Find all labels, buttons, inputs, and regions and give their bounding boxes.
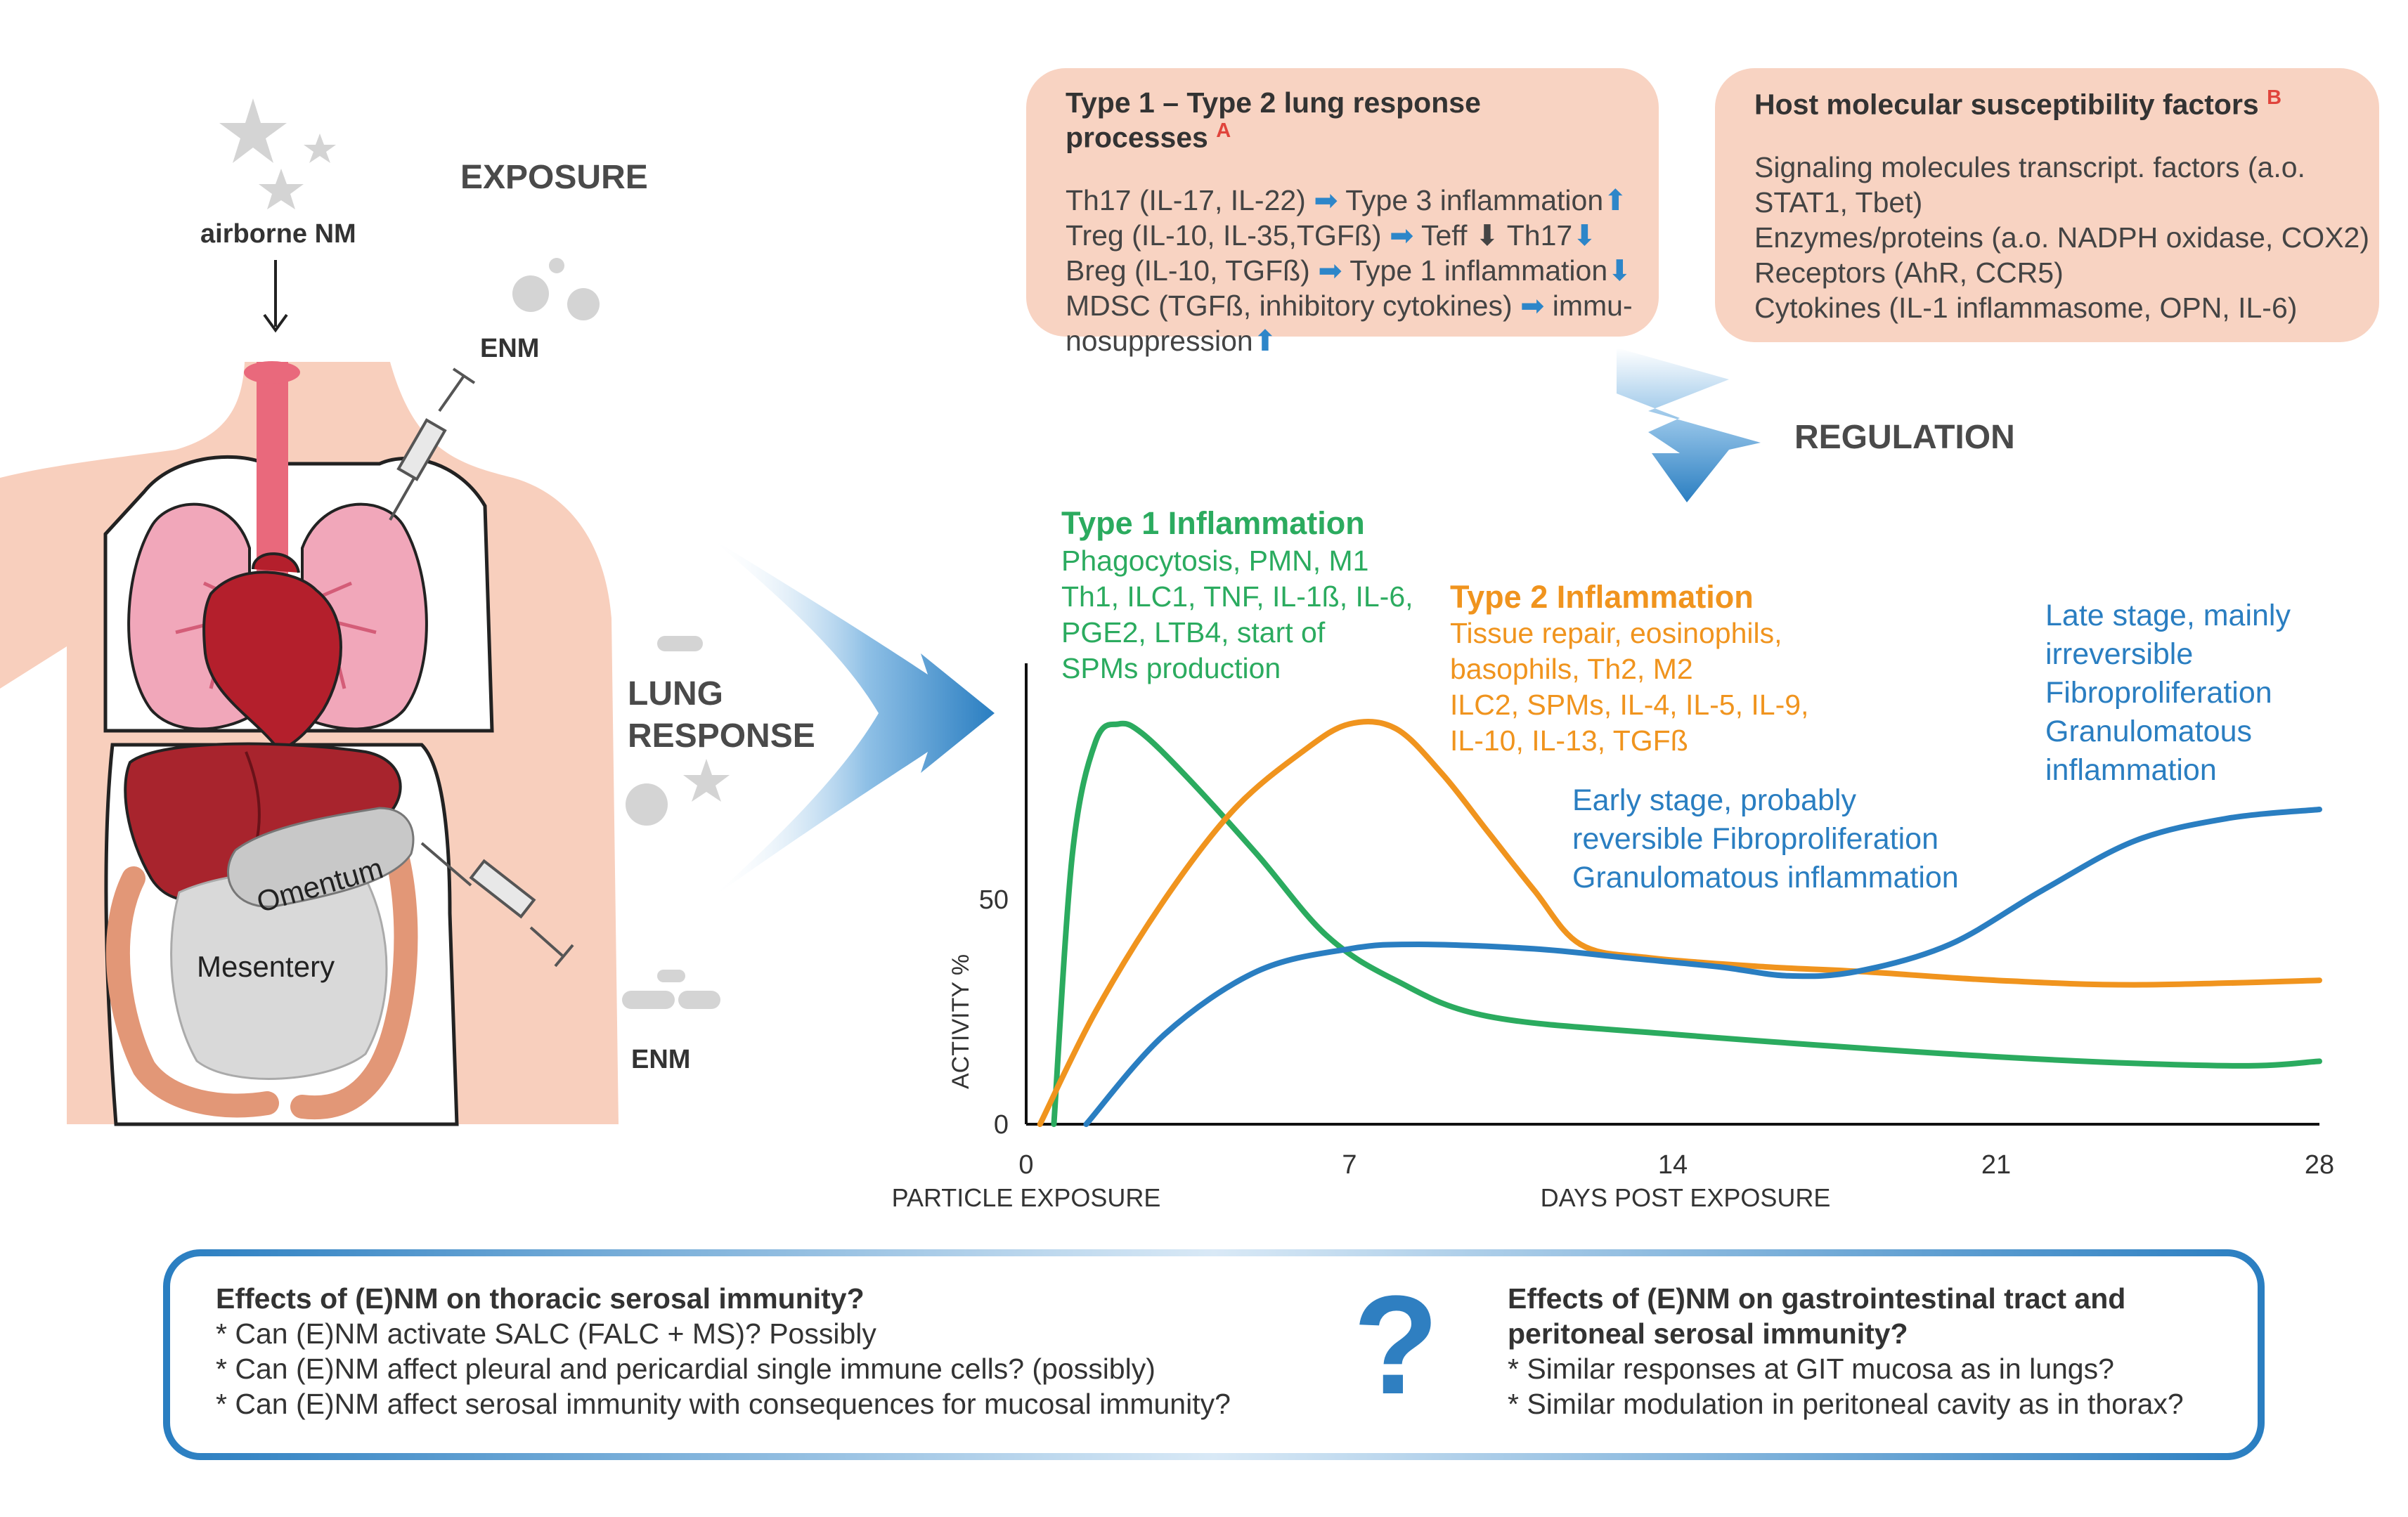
type1-line: SPMs production (1061, 652, 1281, 684)
syringe-icon (389, 367, 476, 521)
airborne-nm-label: airborne NM (200, 219, 356, 249)
arrow-right-icon: ➡ (1389, 219, 1414, 252)
host-factors-box: Host molecular susceptibility factors B … (1715, 68, 2379, 342)
x-axis-label: DAYS POST EXPOSURE (1541, 1183, 1831, 1212)
arrow-right-icon: ➡ (1318, 254, 1342, 287)
particle-dots (512, 258, 600, 320)
arrow-down-icon: ⬇ (1572, 219, 1597, 252)
arrow-right-icon: ➡ (1314, 183, 1338, 216)
late-line: irreversible (2045, 637, 2193, 671)
x-tick-label: 7 (1342, 1150, 1357, 1180)
exposure-title: EXPOSURE (460, 159, 648, 196)
thoracic-title: Effects of (E)NM on thoracic serosal imm… (216, 1282, 865, 1315)
series-line-fibro (1083, 807, 2322, 1127)
type1-title: Type 1 Inflammation (1061, 505, 1365, 541)
intestine (105, 831, 418, 1120)
arrow-up-icon: ⬆ (1603, 183, 1628, 216)
gi-title: Effects of (E)NM on gastrointestinal tra… (1508, 1282, 2126, 1315)
footnote-a: A (1216, 119, 1231, 142)
enm-label-top: ENM (480, 334, 539, 363)
star-icon (304, 134, 336, 163)
x-tick-label: 14 (1658, 1150, 1688, 1180)
x-tick-label: 21 (1981, 1150, 2011, 1180)
gi-title: peritoneal serosal immunity? (1508, 1317, 1908, 1350)
process-line: nosuppression⬆ (1066, 324, 1278, 357)
thoracic-question: * Can (E)NM affect pleural and pericardi… (216, 1353, 1156, 1385)
late-line: Fibroproliferation (2045, 676, 2272, 710)
arrow-head-icon (263, 313, 288, 333)
early-line: Early stage, probably (1572, 783, 1856, 817)
thoracic-questions: Effects of (E)NM on thoracic serosal imm… (216, 1281, 1231, 1421)
early-line: reversible Fibroproliferation (1572, 822, 1938, 856)
series-layer (1037, 719, 2322, 1127)
host-factor-line: Signaling molecules transcript. factors … (1754, 150, 2305, 183)
process-line: Th17 (IL-17, IL-22) ➡ Type 3 inflammatio… (1066, 183, 1628, 216)
type2-title: Type 2 Inflammation (1450, 579, 1754, 615)
gi-question: * Similar responses at GIT mucosa as in … (1508, 1353, 2114, 1385)
late-line: inflammation (2045, 753, 2217, 787)
chevron-arrow (710, 538, 995, 899)
type2-line: IL-10, IL-13, TGFß (1450, 724, 1688, 757)
arrow-up-icon: ⬆ (1252, 324, 1278, 357)
late-line: Granulomatous (2045, 715, 2252, 748)
type1-line: PGE2, LTB4, start of (1061, 616, 1326, 649)
particle-dashes (622, 636, 730, 1009)
y-tick-label: 50 (979, 885, 1009, 915)
star-icon (259, 169, 304, 209)
process-line: MDSC (TGFß, inhibitory cytokines) ➡ immu… (1066, 289, 1633, 322)
syringe-icon (420, 842, 574, 968)
chart: 0 7 14 21 28 0 50 ACTIVITY % PARTICLE EXPOSURE… (892, 663, 2334, 1212)
type-processes-box: Type 1 – Type 2 lung response processes … (1026, 68, 1659, 357)
x-origin-label: PARTICLE EXPOSURE (892, 1183, 1161, 1212)
star-icon (683, 759, 730, 802)
type1-line: Th1, ILC1, TNF, IL-1ß, IL-6, (1061, 580, 1413, 613)
regulation-bolt (1617, 348, 1761, 502)
host-factor-line: Enzymes/proteins (a.o. NADPH oxidase, CO… (1754, 221, 2369, 254)
arrow-right-icon: ➡ (1520, 289, 1545, 322)
type2-line: ILC2, SPMs, IL-4, IL-5, IL-9, (1450, 689, 1808, 721)
early-stage-annotation: Early stage, probably reversible Fibropr… (1572, 783, 1959, 894)
gi-questions: Effects of (E)NM on gastrointestinal tra… (1508, 1281, 2184, 1421)
y-axis-label: ACTIVITY % (947, 954, 974, 1089)
lung-response-line2: RESPONSE (628, 717, 815, 755)
process-line: Treg (IL-10, IL-35,TGFß) ➡ Teff ⬇ Th17⬇ (1066, 219, 1597, 252)
star-icon (219, 98, 287, 163)
arrow-down-icon: ⬇ (1607, 254, 1632, 287)
lung-response-line1: LUNG (628, 675, 723, 712)
star-decor (219, 98, 336, 209)
x-tick-label: 28 (2305, 1150, 2334, 1180)
tick-layer: 0 7 14 21 28 0 50 (979, 885, 2334, 1180)
late-stage-annotation: Late stage, mainly irreversible Fibropro… (2045, 599, 2291, 787)
type1-annotation: Type 1 Inflammation Phagocytosis, PMN, M… (1061, 505, 1413, 684)
question-box-border (163, 1249, 2265, 1460)
gi-question: * Similar modulation in peritoneal cavit… (1508, 1388, 2184, 1420)
type-processes-title: Type 1 – Type 2 lung response processes … (1066, 86, 1481, 154)
process-line: Breg (IL-10, TGFß) ➡ Type 1 inflammation… (1066, 254, 1632, 287)
type2-annotation: Type 2 Inflammation Tissue repair, eosin… (1450, 579, 1808, 757)
series-line-type2 (1037, 719, 2322, 1127)
type2-line: Tissue repair, eosinophils, (1450, 617, 1782, 649)
mesentery: Mesentery (170, 870, 388, 1080)
thoracic-question: * Can (E)NM affect serosal immunity with… (216, 1388, 1231, 1420)
early-line: Granulomatous inflammation (1572, 861, 1959, 894)
x-tick-label: 0 (1018, 1150, 1033, 1180)
footnote-b: B (2267, 86, 2282, 109)
host-factors-title: Host molecular susceptibility factors B (1754, 86, 2282, 121)
thoracic-question: * Can (E)NM activate SALC (FALC + MS)? P… (216, 1317, 876, 1350)
mesentery-label: Mesentery (197, 950, 335, 983)
series-line-type1 (1051, 720, 2322, 1127)
enm-label-bottom: ENM (631, 1045, 690, 1074)
host-factor-line: STAT1, Tbet) (1754, 185, 1923, 219)
question-mark-icon: ? (1353, 1267, 1439, 1424)
host-factor-line: Cytokines (IL-1 inflammasome, OPN, IL-6) (1754, 291, 2298, 324)
type2-line: basophils, Th2, M2 (1450, 653, 1693, 685)
y-tick-label: 0 (994, 1110, 1009, 1140)
regulation-label: REGULATION (1794, 419, 2015, 456)
host-factor-line: Receptors (AhR, CCR5) (1754, 256, 2064, 289)
heart-icon (202, 552, 342, 750)
late-line: Late stage, mainly (2045, 599, 2291, 632)
type1-line: Phagocytosis, PMN, M1 (1061, 545, 1369, 577)
